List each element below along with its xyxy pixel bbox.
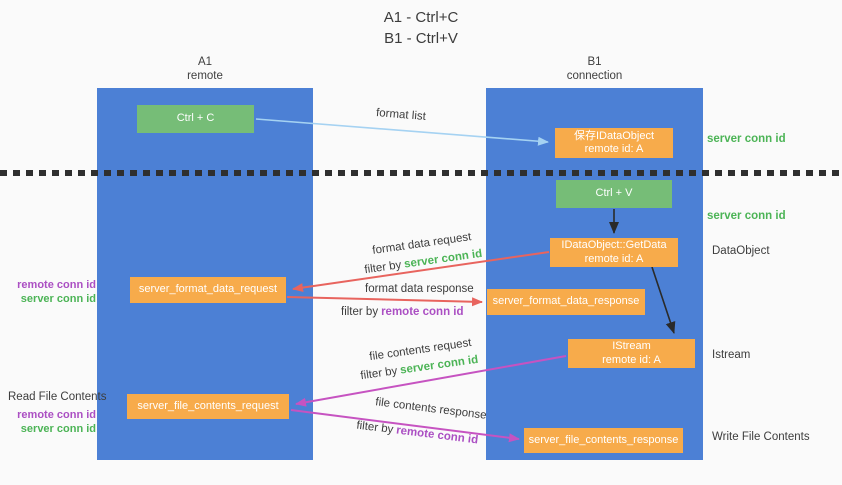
annotation-istream: Istream	[712, 349, 751, 361]
remote-conn-id-text: remote conn id	[381, 306, 464, 318]
arrow-format-data-response	[286, 296, 483, 307]
node-istream: IStream remote id: A	[568, 339, 695, 368]
arrow-file-contents-response	[290, 409, 520, 443]
arrow-getdata-to-istream	[651, 266, 676, 334]
node-ctrl-v: Ctrl + V	[556, 180, 672, 208]
title-line-2: B1 - Ctrl+V	[384, 30, 458, 47]
arrow-file-contents-request	[295, 355, 567, 407]
annotation-read-file-contents: Read File Contents	[8, 391, 107, 403]
node-ctrl-c: Ctrl + C	[137, 105, 254, 133]
arrow-format-data-request	[292, 251, 550, 293]
filter-by-text: filter by	[341, 306, 379, 318]
node-istream-subtitle: remote id: A	[602, 353, 661, 366]
annotation-conn-ids-file: remote conn id server conn id	[10, 408, 96, 436]
node-ctrl-c-label: Ctrl + C	[176, 112, 215, 125]
lane-header-b1: B1 connection	[486, 55, 703, 83]
node-save-idataobject-title: 保存IDataObject	[573, 129, 655, 142]
node-save-idataobject-subtitle: remote id: A	[584, 143, 644, 155]
lane-b1-name: connection	[566, 70, 623, 82]
node-format-request-label: server_format_data_request	[138, 283, 278, 296]
title-line-1: A1 - Ctrl+C	[383, 9, 459, 26]
lane-a1-id: A1	[197, 56, 213, 68]
node-getdata-title: IDataObject::GetData	[561, 239, 667, 251]
remote-conn-id-text: remote conn id	[17, 279, 96, 291]
node-idataobject-getdata: IDataObject::GetData remote id: A	[550, 238, 678, 267]
node-server-format-data-request: server_format_data_request	[130, 277, 286, 303]
arrow-format-list	[255, 118, 549, 146]
annotation-write-file-contents: Write File Contents	[712, 431, 810, 443]
node-format-response-label: server_format_data_response	[492, 295, 640, 308]
label-format-data-response: format data response	[365, 283, 474, 295]
diagram-title: A1 - Ctrl+C B1 - Ctrl+V	[0, 7, 842, 49]
node-getdata-subtitle: remote id: A	[584, 252, 644, 265]
annotation-conn-ids-format: remote conn id server conn id	[10, 278, 96, 306]
node-istream-title: IStream	[612, 340, 651, 352]
annotation-dataobject: DataObject	[712, 245, 770, 257]
node-server-format-data-response: server_format_data_response	[487, 289, 645, 315]
remote-conn-id-text: remote conn id	[17, 409, 96, 421]
server-conn-id-text: server conn id	[20, 293, 96, 305]
node-file-request-label: server_file_contents_request	[137, 399, 279, 412]
lane-b1-id: B1	[587, 56, 602, 68]
node-file-response-label: server_file_contents_response	[528, 433, 679, 446]
server-conn-id-text: server conn id	[20, 423, 96, 435]
node-ctrl-v-label: Ctrl + V	[595, 187, 633, 200]
node-server-file-contents-response: server_file_contents_response	[524, 428, 683, 453]
annotation-server-conn-id-top: server conn id	[707, 133, 786, 145]
lane-a1-name: remote	[187, 70, 223, 82]
node-server-file-contents-request: server_file_contents_request	[127, 394, 289, 419]
annotation-server-conn-id-mid: server conn id	[707, 210, 786, 222]
lane-header-a1: A1 remote	[97, 55, 313, 83]
node-save-idataobject: 保存IDataObject remote id: A	[555, 128, 673, 158]
